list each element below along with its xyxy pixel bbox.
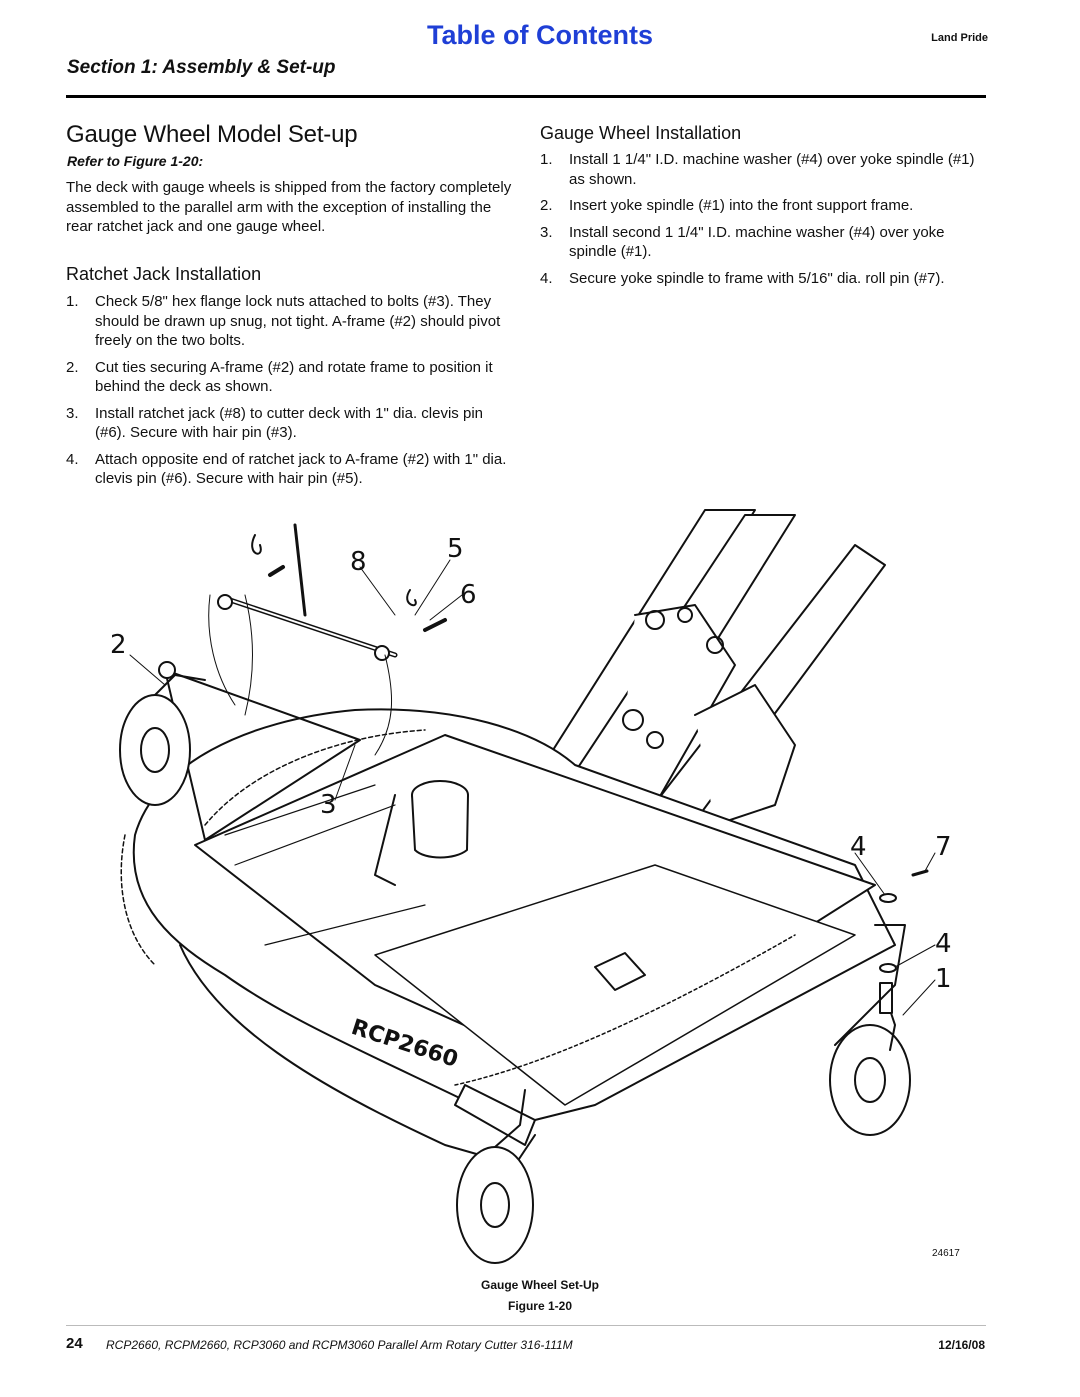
list-item: 4. Secure yoke spindle to frame with 5/16… (540, 269, 985, 289)
figure-reference: Refer to Figure 1-20: (67, 153, 204, 169)
callout-label: 1 (935, 964, 952, 994)
machine-washer (879, 963, 897, 973)
drawing-number: 24617 (932, 1248, 960, 1259)
step-text: Install 1 1/4" I.D. machine washer (#4) … (569, 151, 975, 188)
callout-leaders (129, 559, 936, 1016)
table-of-contents-link[interactable]: Table of Contents (427, 20, 653, 50)
figure-caption-title: Gauge Wheel Set-Up (480, 1278, 599, 1292)
callout-label: 7 (935, 832, 952, 862)
roll-pin (911, 869, 929, 877)
brand-name: Land Pride (931, 32, 988, 44)
front-gauge-wheel (456, 1089, 534, 1264)
right-gauge-wheel (829, 869, 929, 1136)
manual-title: RCP2660, RCPM2660, RCP3060 and RCPM3060 … (106, 1338, 573, 1352)
callout-label: 3 (320, 790, 337, 820)
step-text: Install second 1 1/4" I.D. machine washe… (569, 223, 945, 261)
step-text: Insert yoke spindle (#1) into the front … (569, 197, 914, 214)
callout-label: 5 (447, 534, 464, 564)
step-text: Check 5/8" hex flange lock nuts attached… (95, 293, 501, 349)
list-item: 3. Install ratchet jack (#8) to cutter de… (66, 404, 512, 443)
step-number: 3. (66, 404, 79, 422)
list-item: 1. Install 1 1/4" I.D. machine washer (#4… (540, 150, 985, 189)
step-text: Attach opposite end of ratchet jack to A… (95, 450, 507, 488)
callout-labels: 8 5 6 2 3 4 7 4 1 (110, 534, 952, 994)
figure-caption-number: Figure 1-20 (507, 1299, 573, 1313)
callout-label: 4 (850, 832, 867, 862)
deflector-chain (120, 729, 796, 1086)
ratchet-jack-steps: 1. Check 5/8" hex flange lock nuts attach… (66, 292, 512, 496)
gearbox (374, 780, 469, 886)
step-number: 1. (540, 151, 553, 168)
machine-washer (879, 893, 897, 903)
gauge-wheel-steps: 1. Install 1 1/4" I.D. machine washer (#4… (540, 150, 985, 295)
callout-label: 4 (935, 929, 952, 959)
list-item: 1. Check 5/8" hex flange lock nuts attach… (66, 292, 512, 351)
callout-label: 2 (110, 630, 127, 660)
step-number: 4. (66, 450, 79, 468)
list-item: 2. Cut ties securing A-frame (#2) and rot… (66, 358, 512, 397)
cutter-deck: RCP2660 (132, 708, 896, 1166)
step-text: Cut ties securing A-frame (#2) and rotat… (95, 358, 493, 396)
step-text: Install ratchet jack (#8) to cutter deck… (95, 404, 483, 442)
revision-date: 12/16/08 (938, 1338, 985, 1352)
step-number: 1. (66, 293, 79, 310)
step-number: 2. (66, 358, 79, 376)
page-title: Gauge Wheel Model Set-up (66, 121, 358, 148)
page-number: 24 (66, 1335, 83, 1352)
step-number: 2. (540, 197, 553, 214)
footer-rule (66, 1325, 986, 1326)
ratchet-jack-heading: Ratchet Jack Installation (66, 264, 262, 284)
step-text: Secure yoke spindle to frame with 5/16" … (569, 269, 945, 287)
step-number: 3. (540, 223, 553, 241)
rear-left-gauge-wheel (119, 674, 206, 806)
parallel-arm (514, 509, 886, 876)
gauge-wheel-setup-figure: RCP2660 (110, 509, 952, 1264)
gauge-wheel-heading: Gauge Wheel Installation (540, 123, 742, 143)
section-title: Section 1: Assembly & Set-up (67, 57, 336, 78)
list-item: 3. Install second 1 1/4" I.D. machine was… (540, 223, 985, 262)
intro-paragraph: The deck with gauge wheels is shipped fr… (66, 179, 512, 235)
list-item: 4. Attach opposite end of ratchet jack to… (66, 450, 512, 489)
step-number: 4. (540, 269, 553, 287)
callout-label: 8 (350, 547, 367, 577)
header-rule (66, 95, 986, 98)
list-item: 2. Insert yoke spindle (#1) into the fron… (540, 196, 985, 216)
callout-label: 6 (460, 580, 477, 610)
